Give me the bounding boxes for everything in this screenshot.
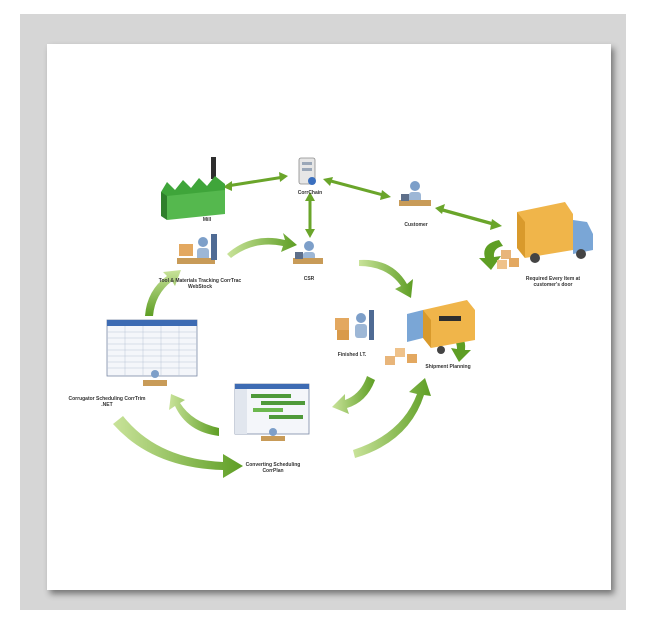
finished-label: Finished I.T. (337, 352, 367, 358)
mill-label: Mill (202, 217, 212, 223)
arrow-mill-server (223, 172, 288, 191)
warehouse-worker-icon (177, 234, 217, 264)
csr-label: CSR (303, 276, 315, 282)
delivery-truck-icon (497, 202, 593, 269)
arrow-converting-shipment (353, 378, 431, 458)
diagram-canvas: Mill CorrChain Customer Required Every I… (47, 44, 611, 590)
corrugator-label: Corrugator Scheduling CorrTrim .NET (68, 396, 146, 408)
training-label: Tool & Materials Tracking CorrTrac WebSt… (158, 278, 242, 290)
arrow-training-csr (227, 233, 297, 258)
finished-goods-icon (335, 310, 374, 340)
arrow-csr-shipment (359, 259, 413, 298)
arrow-server-csr (305, 192, 315, 238)
workflow-diagram (106, 157, 593, 478)
arrow-corrugator-training (145, 270, 181, 316)
server-label: CorrChain (297, 190, 323, 196)
arrow-customer-truck (435, 204, 502, 230)
server-icon (298, 157, 316, 185)
shipment-truck-icon (385, 300, 475, 365)
factory-icon (161, 157, 225, 220)
schedule-spreadsheet-icon (106, 319, 198, 386)
converting-label: Converting Scheduling CorrPlan (245, 462, 301, 474)
arrow-finished-converting (332, 376, 375, 414)
csr-icon (293, 241, 323, 264)
truck-label: Required Every Item at customer's door (525, 276, 581, 288)
arrow-server-customer (323, 177, 391, 200)
arrow-converting-corrugator (169, 394, 219, 436)
shipment-label: Shipment Planning (425, 364, 471, 370)
customer-label: Customer (404, 222, 428, 228)
customer-icon (399, 181, 431, 206)
arrow-corrugator-converting (113, 416, 243, 478)
gantt-schedule-icon (234, 383, 310, 441)
arrow-truck-return (479, 240, 503, 270)
